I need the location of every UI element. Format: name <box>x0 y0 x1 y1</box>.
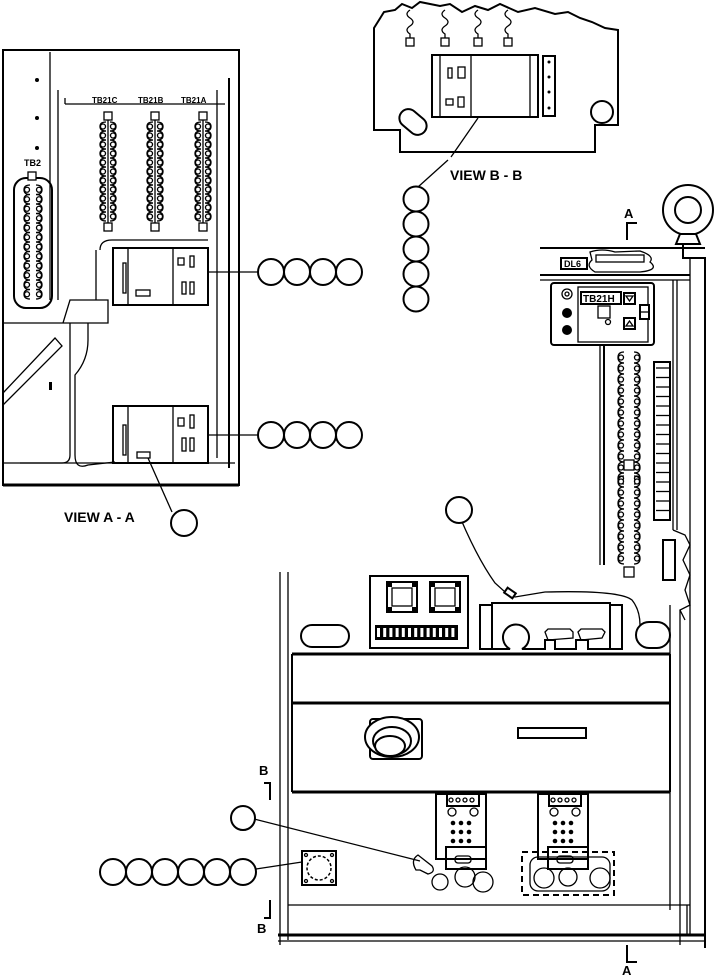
dashed-cover-outline <box>521 851 615 896</box>
transformer-1 <box>386 581 418 613</box>
callout-balloon <box>257 421 285 449</box>
tb21h-terminal-strip <box>617 351 641 578</box>
label-tb2: TB2 <box>24 158 41 168</box>
label-tb21h: TB21H <box>583 294 615 305</box>
label-tb21c: TB21C <box>92 96 118 105</box>
section-a-bottom-label: A <box>622 963 632 978</box>
label-tb21a: TB21A <box>181 96 207 105</box>
transformer-panel <box>369 575 469 649</box>
wire-harness-comb <box>653 361 671 521</box>
tb21h-controller <box>550 282 655 346</box>
main-callout-groups <box>99 496 473 886</box>
callout-balloon <box>230 805 256 831</box>
callout-balloon <box>335 421 363 449</box>
callout-balloon <box>402 210 430 238</box>
tb21-terminal-strips <box>99 111 212 232</box>
view-b-title: VIEW B - B <box>450 167 522 183</box>
callout-balloon <box>151 858 179 886</box>
callout-balloon <box>229 858 257 886</box>
callout-connector-group <box>99 858 257 886</box>
view-b-panel-outline <box>373 0 619 153</box>
lower-relay-right <box>537 793 589 870</box>
wire-clamp <box>412 854 434 875</box>
callout-balloon <box>170 509 198 537</box>
view-b-relay-module <box>431 54 539 118</box>
callout-balloon <box>402 185 430 213</box>
callout-view-b-group <box>402 185 430 313</box>
label-tb21b: TB21B <box>138 96 164 105</box>
transformer-2 <box>429 581 461 613</box>
callout-balloon <box>177 858 205 886</box>
callout-balloon <box>283 258 311 286</box>
callout-balloon <box>203 858 231 886</box>
main-enclosure-view: A A DL6 TB21H <box>99 184 714 978</box>
view-a-upper-module <box>112 247 209 306</box>
dl6-tag <box>560 257 588 270</box>
rotary-switch[interactable] <box>364 716 423 760</box>
callout-bracket-single <box>230 805 256 831</box>
callout-balloon <box>335 258 363 286</box>
callout-wire-single <box>445 496 473 524</box>
callout-balloon <box>402 235 430 263</box>
section-b-top-label: B <box>259 763 268 778</box>
view-a-a: TB2 TB21C TB21B TB21A <box>2 49 363 537</box>
view-b-b: VIEW B - B <box>373 0 619 313</box>
tb21h-up-button[interactable] <box>623 317 636 330</box>
callout-balloon <box>445 496 473 524</box>
section-a-top-label: A <box>624 206 634 221</box>
cable-bracket <box>491 602 611 650</box>
view-a-title: VIEW A - A <box>64 509 135 525</box>
tb21h-down-button[interactable] <box>623 292 636 305</box>
nameplate <box>517 727 587 739</box>
callout-view-a-upper <box>257 258 363 286</box>
callout-balloon <box>402 285 430 313</box>
callout-balloon <box>99 858 127 886</box>
callout-balloon <box>125 858 153 886</box>
callout-balloon <box>402 260 430 288</box>
section-b-bottom-label: B <box>257 921 266 936</box>
callout-view-a-lower <box>257 421 363 449</box>
view-a-callout-groups <box>170 258 363 537</box>
label-dl6: DL6 <box>564 259 581 269</box>
lower-relay-left <box>435 793 487 888</box>
ground-wire <box>454 504 641 626</box>
callout-view-a-single <box>170 509 198 537</box>
tb2-terminal-block: TB2 <box>13 158 53 309</box>
connector-receptacle <box>301 850 337 886</box>
callout-balloon <box>257 258 285 286</box>
callout-balloon <box>283 421 311 449</box>
view-b-callout-group <box>402 185 430 313</box>
callout-balloon <box>309 258 337 286</box>
callout-balloon <box>309 421 337 449</box>
beacon-light <box>662 184 714 236</box>
view-a-lower-module <box>112 405 209 464</box>
